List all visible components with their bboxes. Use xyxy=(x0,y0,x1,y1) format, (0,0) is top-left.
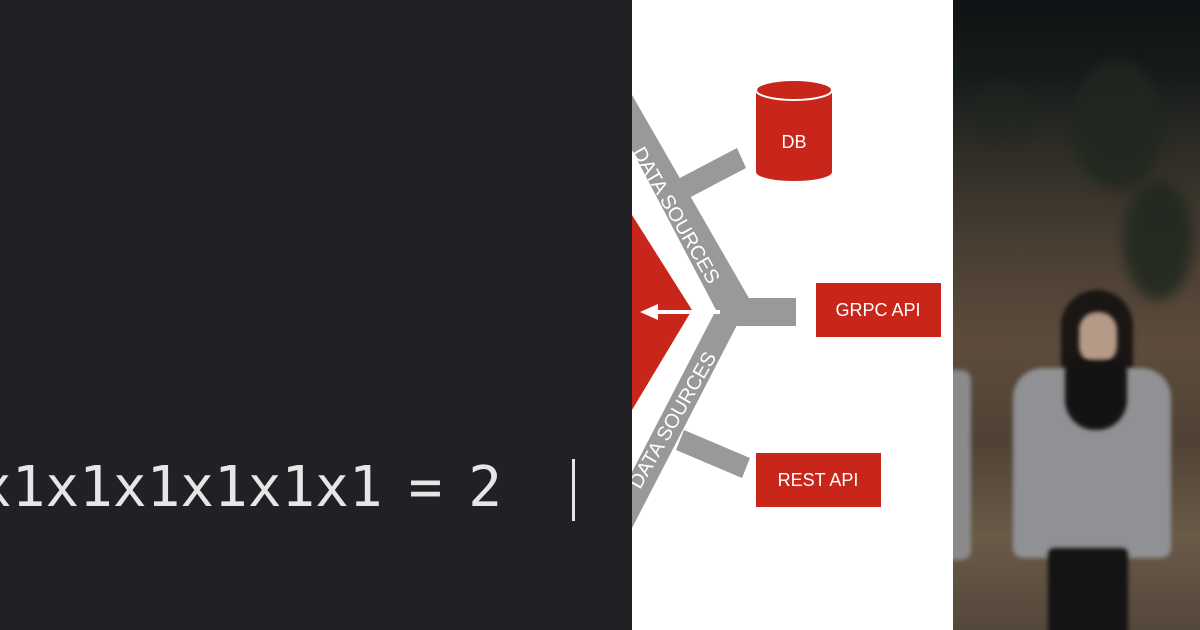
background-figure xyxy=(953,370,971,560)
architecture-diagram-panel: DATA SOURCES DATA SOURCES DB GRPC API RE… xyxy=(632,0,953,630)
expression-text: x1x1x1x1x1x1 xyxy=(0,455,383,520)
hexagon-ring xyxy=(632,95,750,528)
arrow-head xyxy=(640,304,658,320)
connector-grpc xyxy=(736,298,796,326)
background-tree xyxy=(1123,180,1193,300)
connector-rest xyxy=(676,430,750,478)
rest-api-label: REST API xyxy=(778,470,859,490)
person-face xyxy=(1079,312,1117,364)
rest-api-node: REST API xyxy=(756,453,881,507)
grpc-api-node: GRPC API xyxy=(816,283,941,337)
background-tree xyxy=(1073,60,1163,190)
equation-line: x1x1x1x1x1x1 = 2 xyxy=(0,452,502,524)
code-editor-panel[interactable]: x1x1x1x1x1x1 = 2 xyxy=(0,0,632,630)
person-photo xyxy=(953,0,1200,630)
db-node: DB xyxy=(755,79,833,181)
connector-db xyxy=(676,148,746,200)
result-text: 2 xyxy=(468,455,503,520)
db-label: DB xyxy=(781,132,806,152)
equals-sign: = xyxy=(408,455,443,520)
grpc-api-label: GRPC API xyxy=(835,300,920,320)
text-cursor xyxy=(572,459,575,521)
background-tree xyxy=(973,80,1033,140)
person-hair xyxy=(1065,360,1127,430)
person-legs xyxy=(1048,548,1128,630)
diagram-svg: DATA SOURCES DATA SOURCES DB GRPC API RE… xyxy=(632,79,941,528)
